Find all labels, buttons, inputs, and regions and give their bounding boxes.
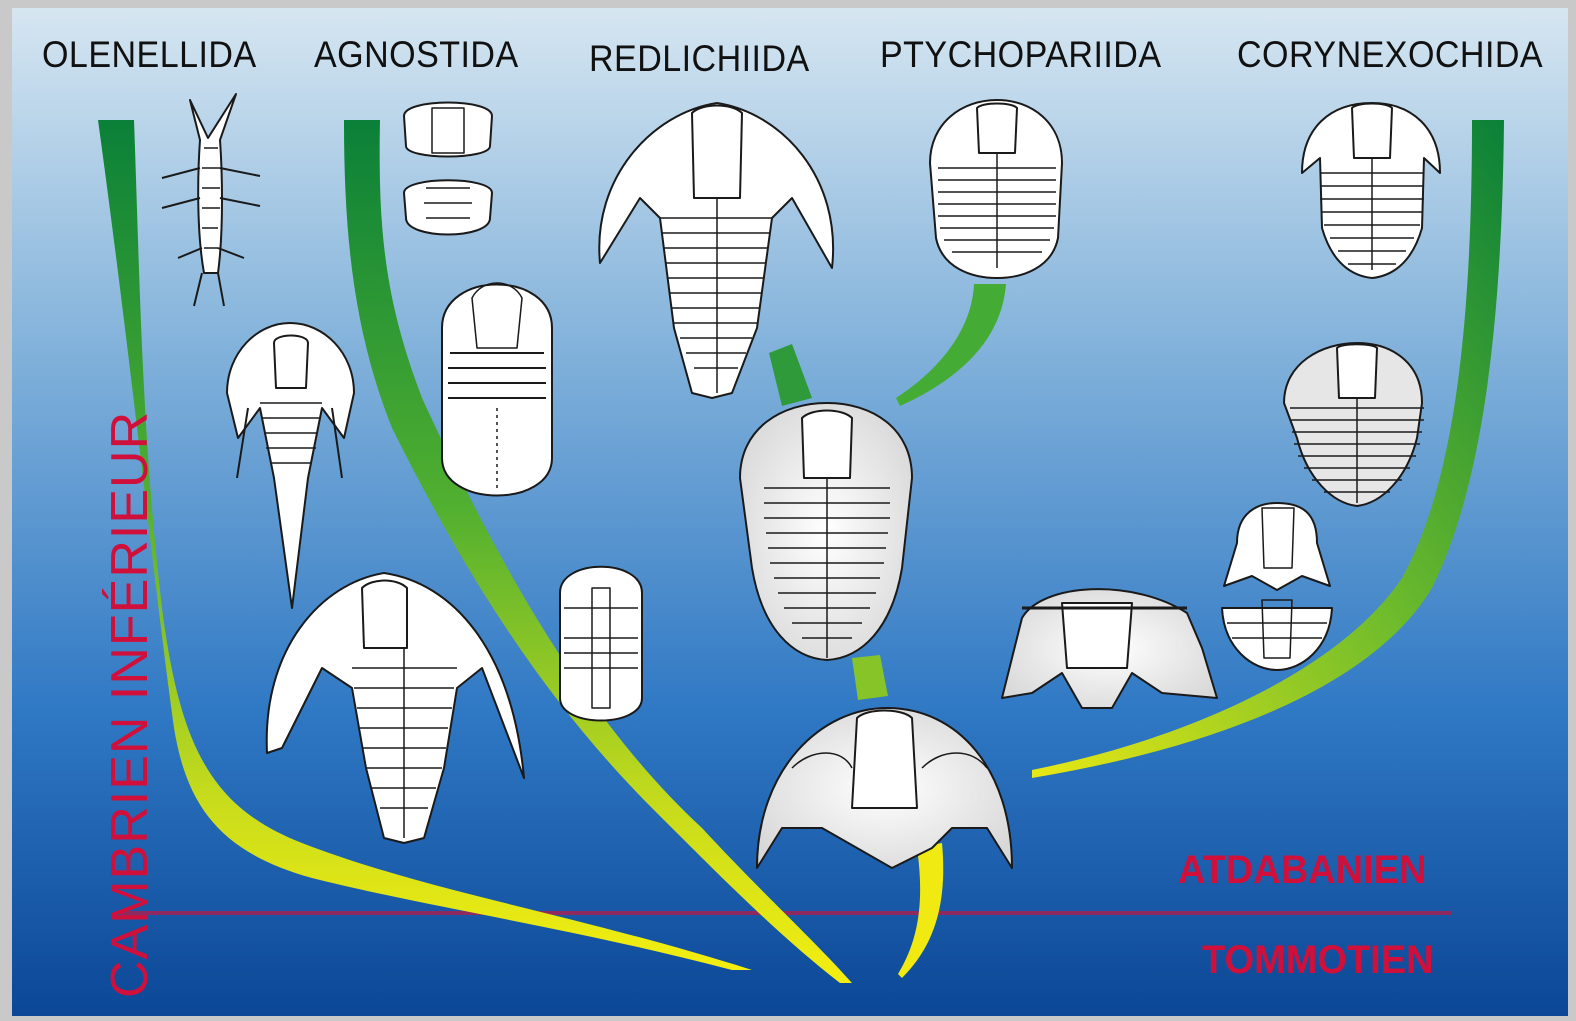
agnostid-small-fossil bbox=[560, 567, 642, 721]
diagram-frame: OLENELLIDA AGNOSTIDA REDLICHIIDA PTYCHOP… bbox=[12, 8, 1568, 1016]
agnostid-cephalon-fossil bbox=[404, 103, 492, 157]
order-label-olenellida: OLENELLIDA bbox=[42, 34, 257, 76]
stage-label-atdabanien: ATDABANIEN bbox=[1178, 848, 1426, 893]
order-label-redlichiida: REDLICHIIDA bbox=[589, 38, 810, 80]
ptychopariid-fossil bbox=[930, 100, 1062, 278]
agnostid-large-fossil bbox=[442, 283, 552, 496]
order-label-agnostida: AGNOSTIDA bbox=[314, 34, 519, 76]
stage-label-tommotien: TOMMOTIEN bbox=[1202, 938, 1434, 983]
epoch-label: CAMBRIEN INFÉRIEUR bbox=[100, 411, 160, 998]
corynexochid-wide-cephalon-fossil bbox=[1002, 589, 1217, 708]
order-label-corynexochida: CORYNEXOCHIDA bbox=[1237, 34, 1543, 76]
agnostid-pygidium-fossil bbox=[404, 180, 492, 234]
order-label-ptychopariida: PTYCHOPARIIDA bbox=[880, 34, 1161, 76]
